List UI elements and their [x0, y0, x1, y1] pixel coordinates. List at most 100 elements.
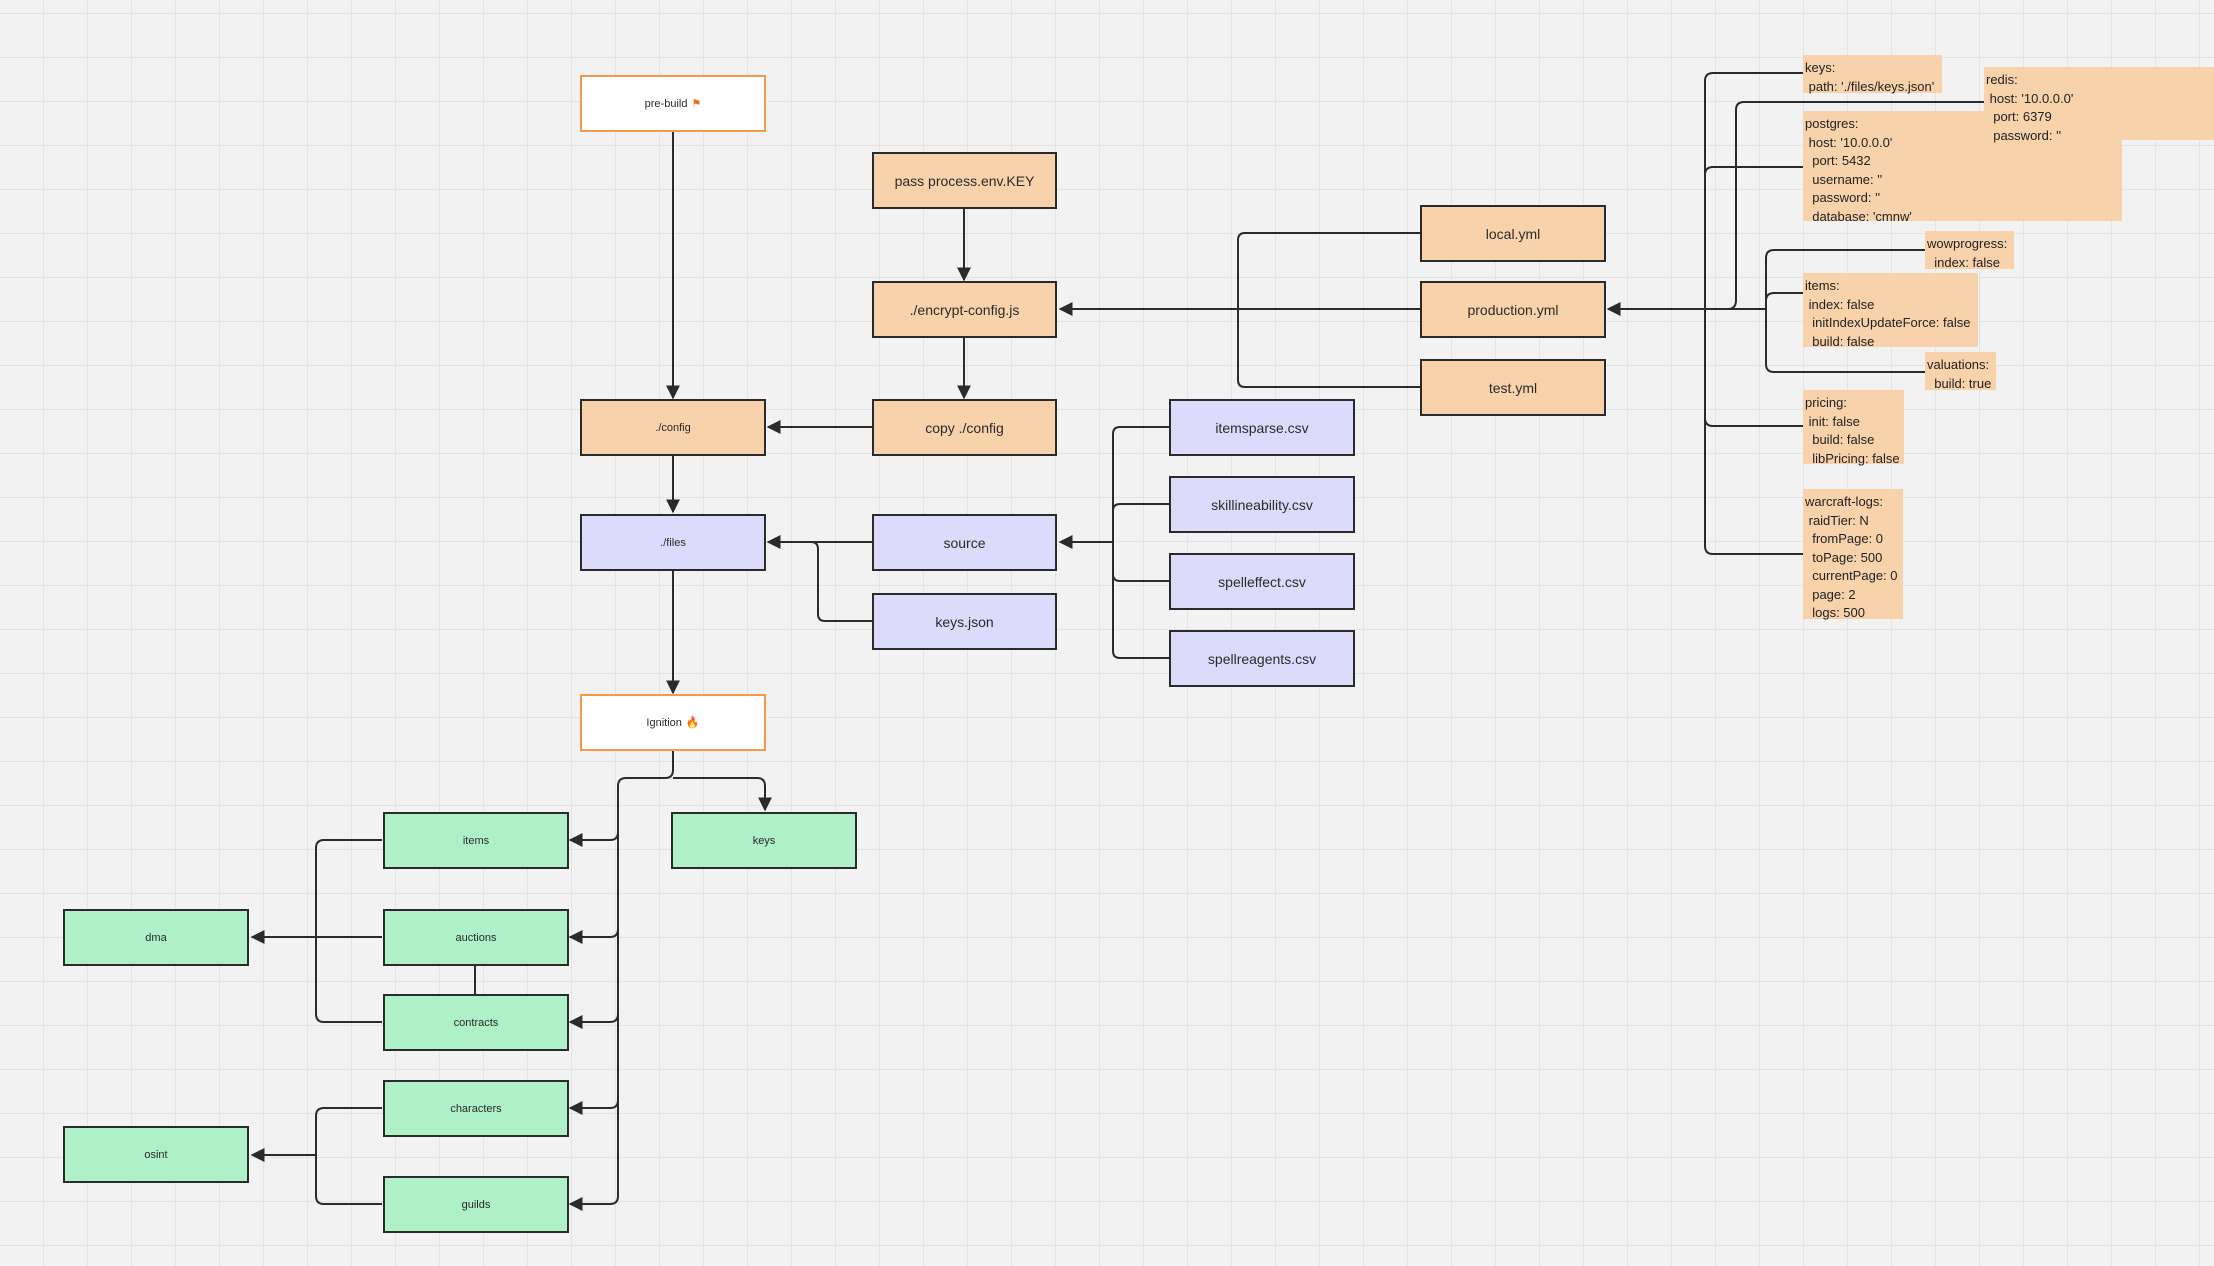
arrow-to-characters	[568, 1099, 619, 1115]
note-line: path: './files/keys.json'	[1805, 78, 1935, 94]
arrow-to-contracts	[568, 1013, 619, 1029]
note-line: database: 'cmnw'	[1805, 208, 1912, 224]
itemsparse-node[interactable]: itemsparse.csv	[1169, 399, 1355, 456]
note-redis[interactable]: redis: host: '10.0.0.0' port: 6379 passw…	[1984, 67, 2214, 143]
characters-label: characters	[450, 1102, 502, 1115]
note-line: init: false	[1805, 413, 1860, 429]
note-line: initIndexUpdateForce: false	[1805, 315, 1971, 330]
csv-bracket	[1112, 426, 1170, 659]
note-pricing[interactable]: pricing: init: false build: false libPri…	[1803, 390, 1904, 466]
config-label: ./config	[655, 421, 691, 434]
note-line: host: '10.0.0.0'	[1805, 134, 1893, 150]
osint-node[interactable]: osint	[63, 1126, 249, 1183]
production-yml-label: production.yml	[1467, 301, 1559, 318]
osint-bracket	[315, 1107, 382, 1205]
notes-branch-items	[1765, 292, 1804, 302]
skillineability-label: skillineability.csv	[1211, 496, 1313, 513]
yml-bracket	[1237, 232, 1420, 388]
note-line: items:	[1805, 278, 1840, 293]
items-node[interactable]: items	[383, 812, 569, 869]
keys-node[interactable]: keys	[671, 812, 857, 869]
skillineability-node[interactable]: skillineability.csv	[1169, 476, 1355, 533]
note-line: index: false	[1805, 296, 1875, 312]
osint-label: osint	[144, 1148, 168, 1161]
note-line: page: 2	[1805, 586, 1856, 602]
flag-icon: ⚑	[691, 98, 702, 110]
pass-key-label: pass process.env.KEY	[894, 172, 1035, 189]
spelleffect-node[interactable]: spelleffect.csv	[1169, 553, 1355, 610]
note-line: raidTier: N	[1805, 512, 1869, 528]
note-line: fromPage: 0	[1805, 531, 1884, 546]
local-yml-label: local.yml	[1485, 225, 1541, 242]
notes-trunk-inner	[1765, 249, 1926, 373]
source-node[interactable]: source	[872, 514, 1057, 571]
encrypt-config-node[interactable]: ./encrypt-config.js	[872, 281, 1057, 338]
ignition-node[interactable]: Ignition 🔥	[580, 694, 766, 751]
note-wowprogress[interactable]: wowprogress: index: false	[1925, 231, 2014, 270]
notes-branch-postgres	[1704, 166, 1804, 176]
items-label: items	[462, 834, 490, 847]
note-line: index: false	[1927, 254, 2000, 270]
note-keys[interactable]: keys: path: './files/keys.json'	[1803, 55, 1942, 94]
contracts-node[interactable]: contracts	[383, 994, 569, 1051]
source-label: source	[943, 534, 986, 551]
dma-bracket	[315, 839, 382, 1023]
note-line: username: ''	[1805, 171, 1883, 187]
keys-json-node[interactable]: keys.json	[872, 593, 1057, 650]
note-line: pricing:	[1805, 395, 1847, 410]
spellreagents-label: spellreagents.csv	[1207, 650, 1317, 667]
spellreagents-node[interactable]: spellreagents.csv	[1169, 630, 1355, 687]
note-line: port: 5432	[1805, 153, 1871, 168]
note-postgres[interactable]: postgres: host: '10.0.0.0' port: 5432 us…	[1803, 111, 2122, 224]
note-line: toPage: 500	[1805, 549, 1883, 565]
contracts-label: contracts	[453, 1016, 499, 1029]
prebuild-node[interactable]: pre-build ⚑	[580, 75, 766, 132]
note-warcraft-logs[interactable]: warcraft-logs: raidTier: N fromPage: 0 t…	[1803, 489, 1903, 620]
note-line: logs: 500	[1805, 605, 1865, 620]
arrow-ignition-to-keys	[673, 777, 772, 812]
auctions-node[interactable]: auctions	[383, 909, 569, 966]
keysjson-to-files	[810, 541, 872, 622]
local-yml-node[interactable]: local.yml	[1420, 205, 1606, 262]
note-line: build: false	[1805, 432, 1875, 447]
files-label: ./files	[660, 536, 686, 549]
note-valuations[interactable]: valuations: build: true	[1925, 352, 1996, 391]
guilds-node[interactable]: guilds	[383, 1176, 569, 1233]
arrow-to-items	[568, 831, 619, 847]
characters-node[interactable]: characters	[383, 1080, 569, 1137]
files-node[interactable]: ./files	[580, 514, 766, 571]
note-line: redis:	[1986, 72, 2018, 87]
config-node[interactable]: ./config	[580, 399, 766, 456]
ignition-label: Ignition	[646, 716, 682, 729]
note-line: currentPage: 0	[1805, 568, 1898, 583]
note-line: build: false	[1805, 333, 1875, 349]
note-line: warcraft-logs:	[1805, 494, 1884, 509]
prebuild-label: pre-build	[644, 97, 688, 110]
notes-branch-pricing	[1704, 417, 1804, 427]
auctions-label: auctions	[455, 931, 497, 944]
note-line: valuations:	[1927, 357, 1990, 372]
note-items[interactable]: items: index: false initIndexUpdateForce…	[1803, 273, 1978, 349]
note-line: postgres:	[1805, 116, 1859, 131]
note-line: host: '10.0.0.0'	[1986, 90, 2074, 106]
csv-branch-skill	[1112, 503, 1170, 512]
note-line: libPricing: false	[1805, 450, 1900, 466]
note-line: wowprogress:	[1927, 236, 2008, 251]
arrow-to-auctions	[568, 928, 619, 944]
itemsparse-label: itemsparse.csv	[1215, 419, 1309, 436]
guilds-label: guilds	[461, 1198, 491, 1211]
ignition-stem	[568, 751, 674, 1211]
note-line: build: true	[1927, 375, 1992, 391]
dma-label: dma	[145, 931, 167, 944]
note-line: keys:	[1805, 60, 1836, 75]
test-yml-label: test.yml	[1488, 379, 1538, 396]
production-yml-node[interactable]: production.yml	[1420, 281, 1606, 338]
keys-json-label: keys.json	[935, 613, 994, 630]
keys-label: keys	[752, 834, 776, 847]
copy-config-node[interactable]: copy ./config	[872, 399, 1057, 456]
pass-key-node[interactable]: pass process.env.KEY	[872, 152, 1057, 209]
test-yml-node[interactable]: test.yml	[1420, 359, 1606, 416]
encrypt-config-label: ./encrypt-config.js	[909, 301, 1020, 318]
dma-node[interactable]: dma	[63, 909, 249, 966]
